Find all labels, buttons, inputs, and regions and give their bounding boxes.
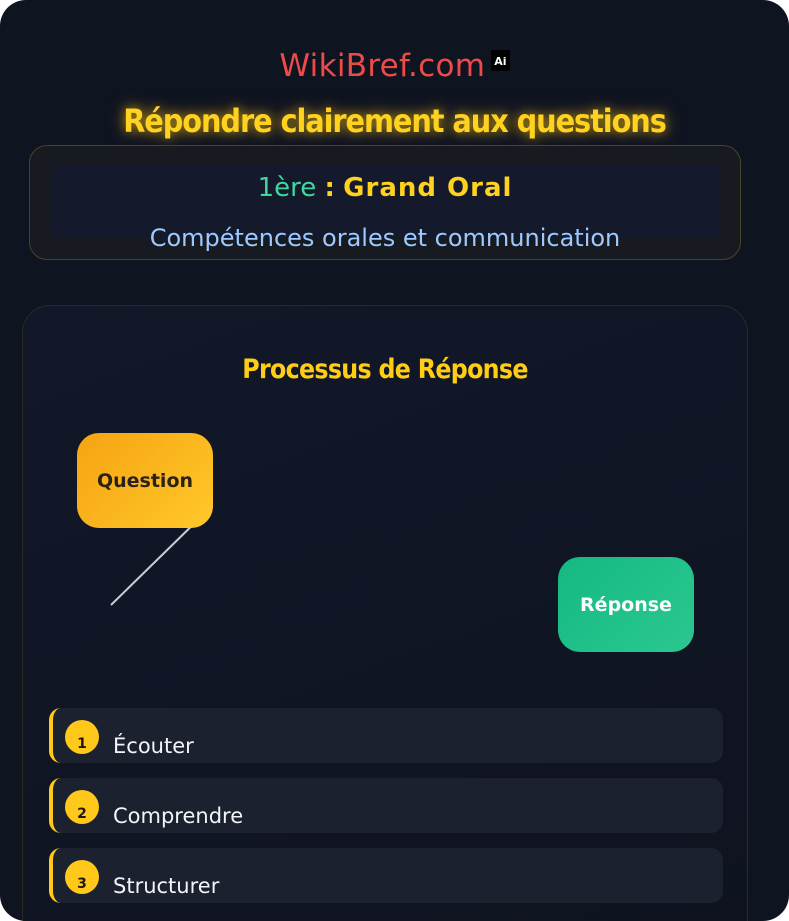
step-number-badge: 1 [65, 720, 99, 754]
process-card: Processus de Réponse Question Réponse 1 … [22, 305, 748, 921]
step-number-badge: 3 [65, 860, 99, 894]
level-label: 1ère [257, 173, 317, 203]
subject-subtitle: Compétences orales et communication [149, 224, 621, 252]
question-node-label: Question [96, 469, 194, 492]
brand-name[interactable]: WikiBref.com [279, 48, 486, 84]
course-label: Grand Oral [343, 173, 513, 203]
step-label: Écouter [113, 734, 194, 758]
ai-badge: Ai [491, 50, 510, 71]
steps-list: 1 Écouter 2 Comprendre 3 Structurer [49, 708, 723, 918]
question-node[interactable]: Question [77, 433, 213, 528]
answer-node-label: Réponse [580, 593, 672, 616]
subject-banner: 1ère : Grand Oral Compétences orales et … [29, 145, 741, 260]
step-number-badge: 2 [65, 790, 99, 824]
step-item-understand[interactable]: 2 Comprendre [49, 778, 723, 833]
process-title: Processus de Réponse [242, 354, 528, 385]
step-item-listen[interactable]: 1 Écouter [49, 708, 723, 763]
step-label: Structurer [113, 874, 220, 898]
page-title: Répondre clairement aux questions [123, 102, 667, 140]
level-separator: : [324, 173, 335, 203]
step-item-structure[interactable]: 3 Structurer [49, 848, 723, 903]
answer-node[interactable]: Réponse [558, 557, 694, 652]
level-line: 1ère : Grand Oral [30, 174, 740, 202]
step-label: Comprendre [113, 804, 244, 828]
subject-banner-inner [51, 166, 719, 238]
